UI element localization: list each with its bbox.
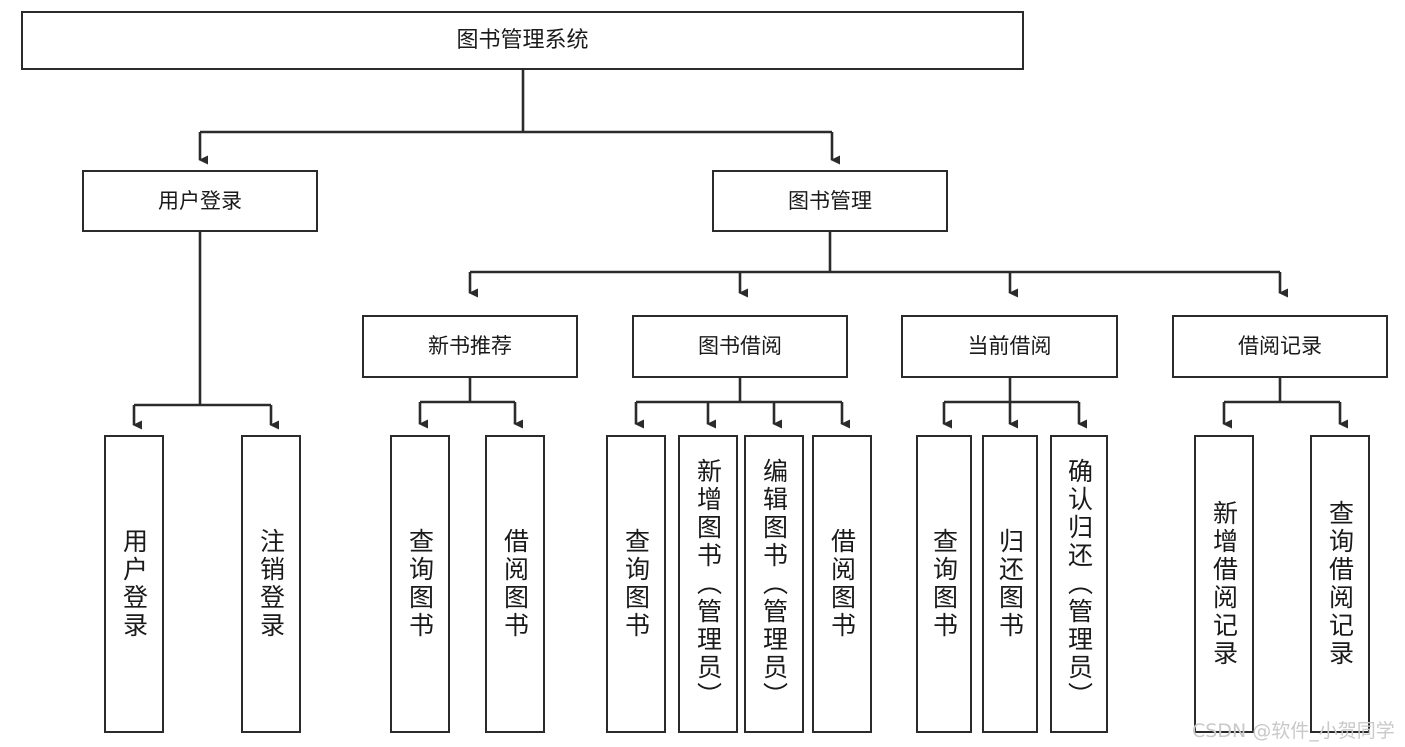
- node-label: 查询图书: [405, 528, 435, 640]
- node-label: 查询图书: [929, 528, 959, 640]
- node-leaf-query-book-3[interactable]: 查询图书: [916, 435, 972, 733]
- node-book-management[interactable]: 图书管理: [712, 170, 948, 232]
- node-label: 新增借阅记录: [1209, 500, 1239, 668]
- node-label: 查询图书: [621, 528, 651, 640]
- node-leaf-add-record[interactable]: 新增借阅记录: [1194, 435, 1254, 733]
- node-label: 新增图书（管理员）: [693, 458, 723, 710]
- node-root-system[interactable]: 图书管理系统: [21, 11, 1024, 70]
- node-user-login[interactable]: 用户登录: [82, 170, 318, 232]
- node-label: 借阅图书: [827, 528, 857, 640]
- node-label: 新书推荐: [428, 334, 512, 359]
- node-leaf-edit-book[interactable]: 编辑图书（管理员）: [744, 435, 804, 733]
- node-new-book-recommend[interactable]: 新书推荐: [362, 315, 578, 378]
- node-label: 借阅记录: [1238, 334, 1322, 359]
- node-current-borrow[interactable]: 当前借阅: [901, 315, 1118, 378]
- node-leaf-query-book-2[interactable]: 查询图书: [606, 435, 666, 733]
- node-label: 图书借阅: [698, 334, 782, 359]
- node-leaf-borrow-book-2[interactable]: 借阅图书: [812, 435, 872, 733]
- node-label: 编辑图书（管理员）: [759, 458, 789, 710]
- node-label: 图书管理: [788, 188, 872, 213]
- node-label: 图书管理系统: [456, 27, 589, 53]
- node-leaf-confirm-return[interactable]: 确认归还（管理员）: [1050, 435, 1108, 733]
- node-book-borrow[interactable]: 图书借阅: [632, 315, 848, 378]
- node-label: 用户登录: [119, 528, 149, 640]
- node-leaf-user-login[interactable]: 用户登录: [104, 435, 164, 733]
- node-leaf-query-book-1[interactable]: 查询图书: [390, 435, 450, 733]
- node-label: 借阅图书: [500, 528, 530, 640]
- node-label: 当前借阅: [967, 334, 1052, 359]
- node-leaf-logout-login[interactable]: 注销登录: [241, 435, 301, 733]
- node-leaf-return-book[interactable]: 归还图书: [982, 435, 1038, 733]
- node-leaf-borrow-book-1[interactable]: 借阅图书: [485, 435, 545, 733]
- node-label: 确认归还（管理员）: [1064, 458, 1094, 710]
- node-borrow-record[interactable]: 借阅记录: [1172, 315, 1388, 378]
- node-leaf-query-record[interactable]: 查询借阅记录: [1310, 435, 1370, 733]
- node-label: 查询借阅记录: [1325, 500, 1355, 668]
- node-label: 归还图书: [995, 528, 1025, 640]
- node-leaf-add-book[interactable]: 新增图书（管理员）: [678, 435, 738, 733]
- node-label: 用户登录: [158, 188, 242, 213]
- node-label: 注销登录: [256, 528, 286, 640]
